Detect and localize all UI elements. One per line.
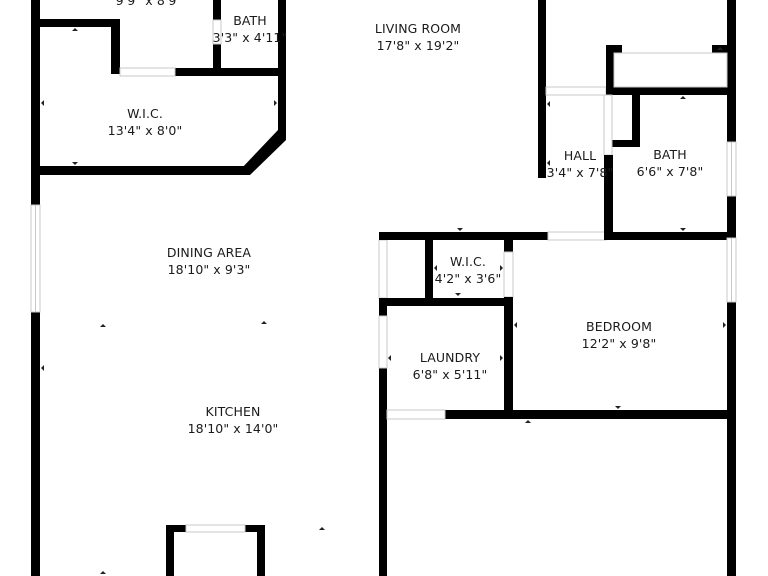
room-bath-top: BATH 3'3" x 4'11" <box>213 12 288 46</box>
door-bedroom-top <box>547 231 607 241</box>
marker <box>717 47 723 50</box>
wall-wic-small-left <box>425 232 433 302</box>
room-living-name: LIVING ROOM <box>374 21 462 36</box>
room-wic-left-size: 13'4" x 8'0" <box>107 123 183 138</box>
wall-bedroom-top <box>606 232 736 240</box>
wall-kitchen-island-top-right <box>245 525 265 532</box>
wall-kitchen-island-top-left <box>166 525 186 532</box>
wall-top-room-door-line <box>175 68 285 76</box>
room-hall-size: 3'4" x 7'8" <box>546 165 614 180</box>
room-hall: HALL 3'4" x 7'8" <box>547 147 614 181</box>
room-bedroom-name: BEDROOM <box>586 319 652 334</box>
room-bath-right: BATH 6'6" x 7'8" <box>637 146 704 180</box>
wall-wic-bottom <box>40 166 248 175</box>
door-laundry-bottom <box>386 409 446 420</box>
room-living-size: 17'8" x 19'2" <box>376 38 460 53</box>
marker <box>547 160 550 166</box>
door-bath-top <box>212 19 222 45</box>
marker <box>723 322 726 328</box>
marker <box>388 355 391 361</box>
marker <box>525 420 531 423</box>
room-top: 9'9" x 8'9" <box>116 0 183 9</box>
marker <box>457 228 463 231</box>
marker <box>100 571 106 574</box>
wall-bath-right-inner <box>632 95 640 147</box>
room-kitchen-name: KITCHEN <box>205 404 261 419</box>
door-laundry-left-2 <box>378 315 388 369</box>
wall-kitchen-island-right <box>257 525 265 576</box>
wall-hall-left <box>538 0 546 178</box>
door-top-room <box>119 67 176 77</box>
wall-wic-diagonal <box>240 130 286 175</box>
wall-bath-top-left <box>213 0 221 20</box>
room-laundry-size: 6'8" x 5'11" <box>412 367 488 382</box>
marker <box>434 265 437 271</box>
room-wic-small-name: W.I.C. <box>450 254 486 269</box>
wall-laundry-top <box>379 298 509 306</box>
door-wic-small <box>503 251 514 298</box>
room-bath-right-size: 6'6" x 7'8" <box>636 164 704 179</box>
room-dining-name: DINING AREA <box>166 245 252 260</box>
marker <box>500 355 503 361</box>
marker <box>514 322 517 328</box>
marker <box>319 527 325 530</box>
wall-wic-small-top <box>379 232 549 240</box>
wall-wic-small-right <box>504 232 513 252</box>
wall-kitchen-island-left <box>166 525 174 576</box>
room-top-size: 9'9" x 8'9" <box>115 0 183 8</box>
room-wic-small-size: 4'2" x 3'6" <box>434 271 502 286</box>
room-wic-left-name: W.I.C. <box>127 106 163 121</box>
room-wic-left: W.I.C. 13'4" x 8'0" <box>108 105 183 139</box>
marker <box>547 101 550 107</box>
room-laundry: LAUNDRY 6'8" x 5'11" <box>413 349 488 383</box>
wall-bath-top-left-lower <box>213 44 221 76</box>
room-bedroom: BEDROOM 12'2" x 9'8" <box>582 318 657 352</box>
wall-hall-right <box>604 155 613 240</box>
marker <box>615 406 621 409</box>
marker <box>72 162 78 165</box>
wall-closet-bottom <box>606 87 727 95</box>
window-kitchen <box>185 524 246 533</box>
room-bedroom-size: 12'2" x 9'8" <box>581 336 657 351</box>
wall-laundry-right <box>504 297 513 416</box>
room-kitchen: KITCHEN 18'10" x 14'0" <box>188 403 279 437</box>
marker <box>455 293 461 296</box>
door-bath-right <box>603 94 613 156</box>
room-dining: DINING AREA 18'10" x 9'3" <box>167 244 251 278</box>
marker <box>72 28 78 31</box>
room-bath-top-size: 3'3" x 4'11" <box>212 30 288 45</box>
wall-bath-top-right <box>278 0 286 135</box>
marker <box>41 100 44 106</box>
room-dining-size: 18'10" x 9'3" <box>167 262 251 277</box>
room-wic-small: W.I.C. 4'2" x 3'6" <box>435 253 502 287</box>
room-hall-name: HALL <box>563 148 597 163</box>
marker <box>680 96 686 99</box>
room-laundry-name: LAUNDRY <box>419 350 481 365</box>
marker <box>274 100 277 106</box>
wall-top-room-right-stub <box>111 19 120 74</box>
wall-closet-left <box>606 45 614 95</box>
room-living: LIVING ROOM 17'8" x 19'2" <box>375 20 461 54</box>
door-hall-top <box>545 86 607 96</box>
marker <box>100 324 106 327</box>
markers <box>41 28 726 574</box>
door-laundry-left <box>378 239 388 299</box>
room-kitchen-size: 18'10" x 14'0" <box>187 421 279 436</box>
wall-laundry-left <box>379 232 387 576</box>
closet-shelf <box>613 52 728 88</box>
wall-bath-right-shelf <box>612 140 640 147</box>
room-bath-right-name: BATH <box>653 147 687 162</box>
marker <box>680 228 686 231</box>
wall-top-room-bottom <box>40 19 120 27</box>
wall-laundry-bottom <box>445 410 736 419</box>
marker <box>500 265 503 271</box>
marker <box>41 365 44 371</box>
room-bath-top-name: BATH <box>233 13 267 28</box>
marker <box>261 321 267 324</box>
